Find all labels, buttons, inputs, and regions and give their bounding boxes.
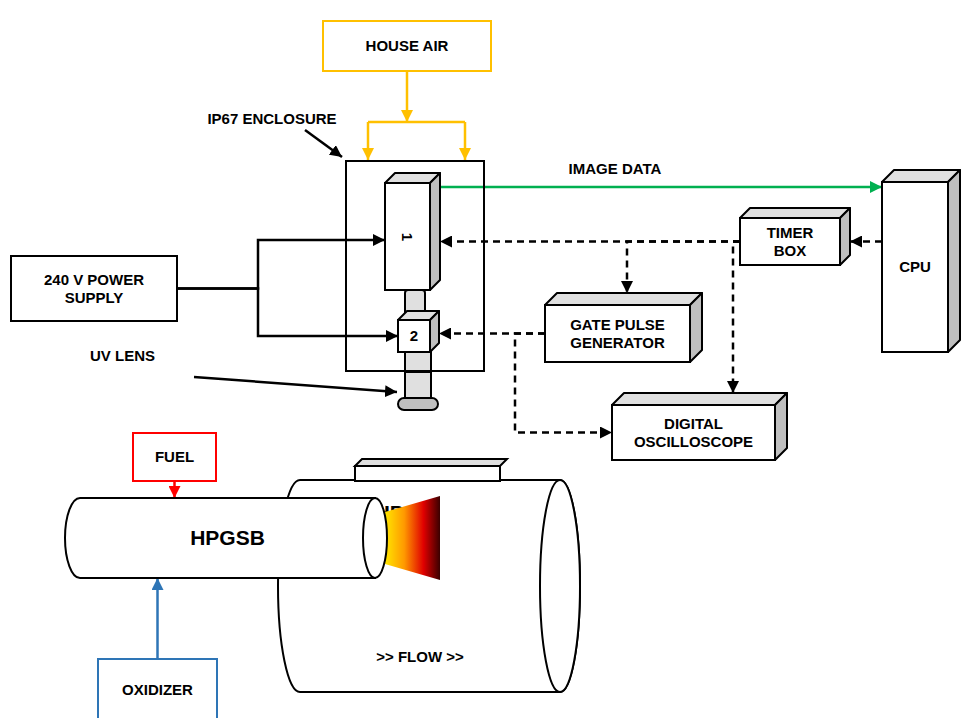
supply-box: HOUSE AIR xyxy=(322,20,492,72)
node-label: TIMER BOX xyxy=(759,224,821,260)
timer-box: TIMER BOX xyxy=(740,218,840,265)
box-top-face xyxy=(545,293,702,305)
burner-end xyxy=(363,498,387,578)
node-label: 1 xyxy=(399,232,417,240)
connector xyxy=(178,289,398,337)
window-top xyxy=(355,459,507,466)
node-label: >> FLOW >> xyxy=(376,648,464,666)
connector-line xyxy=(406,72,409,122)
box-front-face xyxy=(612,405,775,460)
box-top-face xyxy=(882,170,960,182)
node-label: CPU xyxy=(899,258,931,276)
connector xyxy=(440,187,882,188)
lens-flange xyxy=(398,398,438,410)
optical-window xyxy=(355,466,500,481)
box-front-face xyxy=(545,305,690,362)
connector xyxy=(733,242,740,394)
burner-cylinder: HPGSB xyxy=(65,498,390,578)
connector-line xyxy=(178,240,385,289)
box-front-face xyxy=(882,182,948,352)
connector-line xyxy=(368,121,465,124)
part-label: UV LENS xyxy=(88,347,157,365)
node-label: FUEL xyxy=(155,448,194,466)
burner-body xyxy=(65,498,375,578)
intensifier-box: 2 xyxy=(398,320,430,352)
box-top-face xyxy=(612,393,787,405)
chamber-end xyxy=(540,480,580,692)
node-label: 2 xyxy=(410,327,418,345)
box-front-face xyxy=(740,218,840,265)
connector xyxy=(368,72,465,160)
power-supply-box: 240 V POWER SUPPLY xyxy=(10,255,178,322)
connector xyxy=(174,482,175,498)
node-label: IP67 ENCLOSURE xyxy=(207,110,336,128)
box-side-face xyxy=(840,208,850,265)
cpu-box: CPU xyxy=(882,182,948,352)
connector-line xyxy=(178,289,398,337)
signal-label: IMAGE DATA xyxy=(567,160,664,178)
box-top-face xyxy=(740,208,850,218)
connector-line xyxy=(464,122,467,160)
connector-line xyxy=(173,482,176,498)
connector-line xyxy=(733,242,740,394)
pulse-generator-box: GATE PULSE GENERATOR xyxy=(545,305,690,362)
box-side-face xyxy=(948,170,960,352)
enclosure-box: 12IP67 ENCLOSURE xyxy=(345,160,485,372)
oxidizer-box: OXIDIZER xyxy=(97,658,218,718)
connector xyxy=(157,578,158,658)
connector xyxy=(440,241,740,242)
leader-line xyxy=(194,377,397,392)
connector xyxy=(178,240,385,289)
leader-line xyxy=(305,130,342,157)
connector-line xyxy=(440,240,740,243)
node-label: HOUSE AIR xyxy=(366,37,449,55)
box-side-face xyxy=(775,393,787,460)
connector-line xyxy=(156,578,159,658)
node-label: 240 V POWER SUPPLY xyxy=(27,271,162,307)
box-side-face xyxy=(430,311,439,352)
connector xyxy=(627,242,740,294)
connector-line xyxy=(440,186,882,189)
node-label: OXIDIZER xyxy=(122,681,193,699)
uv-lens-barrel xyxy=(405,352,431,399)
connector-line xyxy=(850,240,882,243)
camera-box: 1 xyxy=(385,183,430,290)
box-front-face xyxy=(398,320,430,352)
connector xyxy=(850,241,882,242)
connector-line xyxy=(367,122,370,160)
fuel-box: FUEL xyxy=(132,432,217,482)
node-label: HPGSB xyxy=(190,525,265,550)
chamber-body xyxy=(278,480,580,692)
oscilloscope-box: DIGITAL OSCILLOSCOPE xyxy=(612,405,775,460)
box-side-face xyxy=(430,173,440,290)
box-front-face xyxy=(385,183,430,290)
node-label: DIGITAL OSCILLOSCOPE xyxy=(628,415,760,451)
connector-line xyxy=(627,242,740,294)
box-side-face xyxy=(690,293,702,362)
node-label: GATE PULSE GENERATOR xyxy=(559,316,677,352)
